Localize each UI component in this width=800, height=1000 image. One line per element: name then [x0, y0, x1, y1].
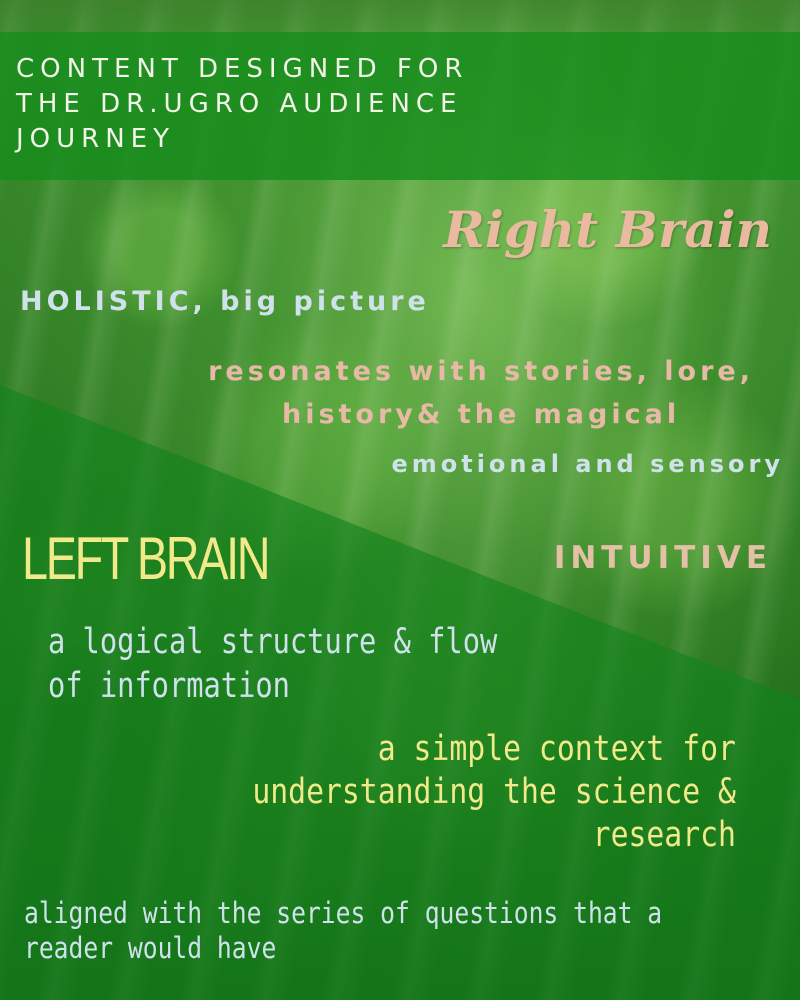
- top-foliage-strip: [0, 0, 800, 32]
- aligned-questions-text: aligned with the series of questions tha…: [24, 896, 663, 965]
- simple-context-text: a simple context for understanding the s…: [252, 729, 736, 855]
- logical-structure-text: a logical structure & flow of informatio…: [48, 622, 498, 706]
- headline: CONTENT DESIGNED FOR THE DR.UGRO AUDIENC…: [16, 54, 469, 154]
- holistic-text: HOLISTIC, big picture: [20, 286, 430, 317]
- left-brain-title: LEFT BRAIN: [22, 525, 271, 592]
- intuitive-text: INTUITIVE: [553, 540, 772, 576]
- resonates-text: resonates with stories, lore, history& t…: [208, 356, 754, 430]
- header-band: [0, 32, 800, 180]
- emotional-text: emotional and sensory: [391, 450, 784, 478]
- right-brain-title: Right Brain: [443, 200, 772, 259]
